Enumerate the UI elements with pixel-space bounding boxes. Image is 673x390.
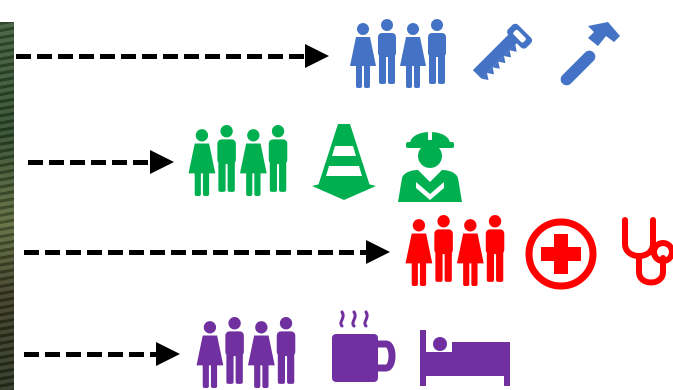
bed-icon: [420, 330, 510, 386]
dashed-arrow-3: [24, 240, 390, 264]
group-of-four-people-icon: [350, 18, 452, 88]
group-of-four-people-icon: [188, 124, 294, 196]
construction-worker-icon: [398, 126, 462, 202]
flow-row-1: [0, 14, 673, 94]
flow-row-2: [0, 120, 673, 202]
photo-edge-image: [0, 22, 14, 390]
group-of-four-people-icon: [404, 214, 512, 286]
medical-cross-icon: [525, 218, 597, 290]
hot-coffee-mug-icon: [332, 310, 396, 382]
dashed-arrow-4: [24, 342, 180, 366]
group-of-four-people-icon: [196, 316, 302, 388]
flow-row-4: [0, 308, 673, 388]
traffic-cone-icon: [312, 124, 376, 200]
dashed-arrow-1: [16, 44, 329, 68]
dashed-arrow-2: [28, 150, 174, 174]
stethoscope-icon: [622, 217, 673, 286]
flow-row-3: [0, 210, 673, 290]
saw-icon: [472, 23, 533, 81]
hammer-icon: [560, 22, 620, 86]
